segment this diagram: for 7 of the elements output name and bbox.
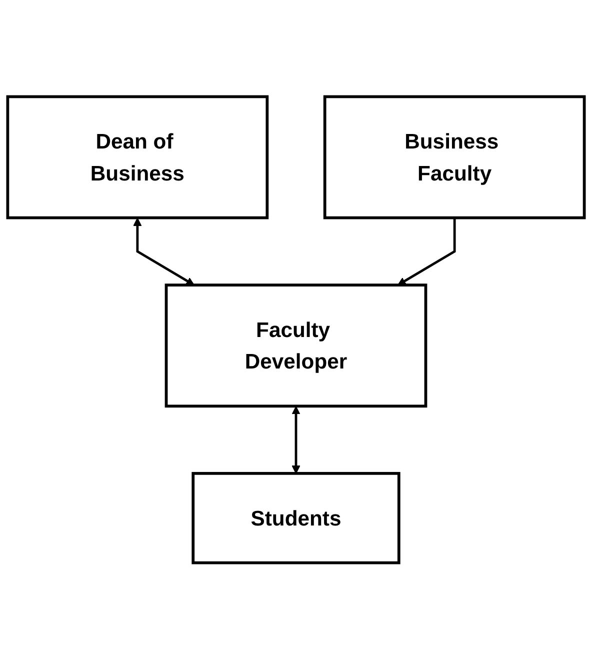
- node-box: Faculty Developer: [164, 284, 428, 408]
- node-box: Business Faculty: [323, 96, 586, 220]
- arrow: [398, 218, 456, 286]
- node-box: Students: [192, 472, 400, 564]
- arrow: [292, 406, 300, 474]
- node-box: Dean of Business: [6, 96, 269, 220]
- arrow: [133, 218, 194, 286]
